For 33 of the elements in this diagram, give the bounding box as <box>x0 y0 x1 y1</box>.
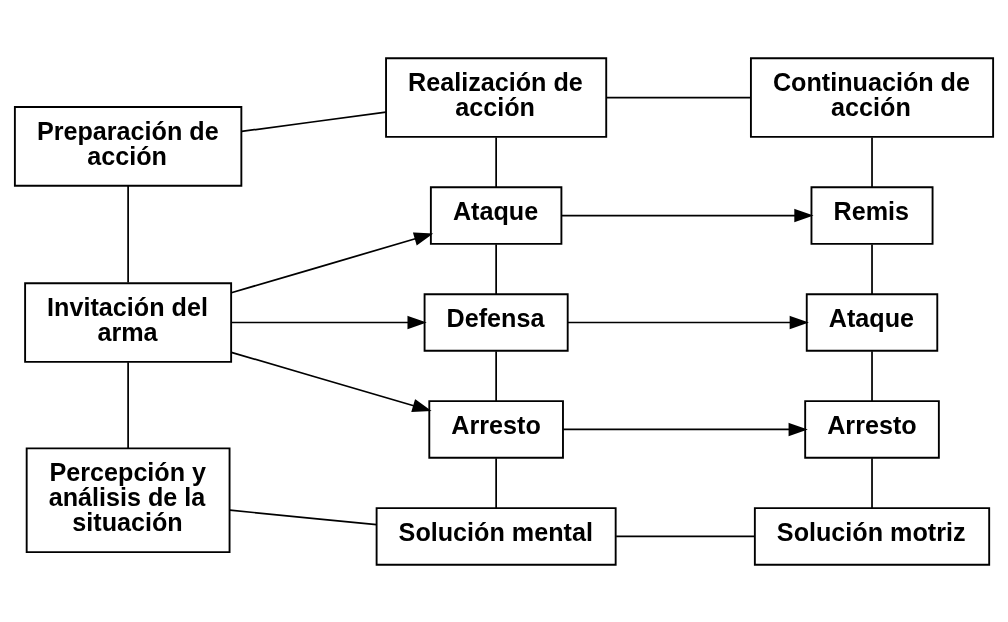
node-box: Solución mental <box>375 506 617 566</box>
connector <box>495 350 497 402</box>
connector <box>605 96 752 98</box>
connector <box>240 110 387 132</box>
node-box: Ataque <box>429 185 563 245</box>
connector <box>871 456 873 509</box>
node-box: Realización de acción <box>385 56 608 138</box>
node-box: Solución motriz <box>753 506 991 566</box>
node-box: Invitación del arma <box>24 281 233 363</box>
connector <box>495 136 497 188</box>
connector <box>229 508 378 526</box>
node-box: Defensa <box>423 292 569 352</box>
node-box: Continuación de acción <box>749 56 995 138</box>
arrow <box>230 315 427 329</box>
connector <box>615 535 756 537</box>
connector <box>127 360 129 449</box>
connector <box>871 350 873 402</box>
connector <box>495 456 497 509</box>
connector <box>127 184 129 283</box>
arrow <box>560 208 814 222</box>
node-box: Arresto <box>804 399 940 459</box>
node-box: Remis <box>810 185 934 245</box>
node-box: Arresto <box>428 399 564 459</box>
node-box: Percepción y análisis de la situación <box>25 446 231 553</box>
arrow <box>562 422 808 436</box>
arrow <box>230 232 434 294</box>
connector <box>871 136 873 188</box>
node-box: Ataque <box>805 292 939 352</box>
connector <box>871 243 873 295</box>
node-box: Preparación de acción <box>13 105 243 187</box>
arrow <box>566 315 809 329</box>
arrow <box>230 350 432 412</box>
connector <box>495 243 497 295</box>
